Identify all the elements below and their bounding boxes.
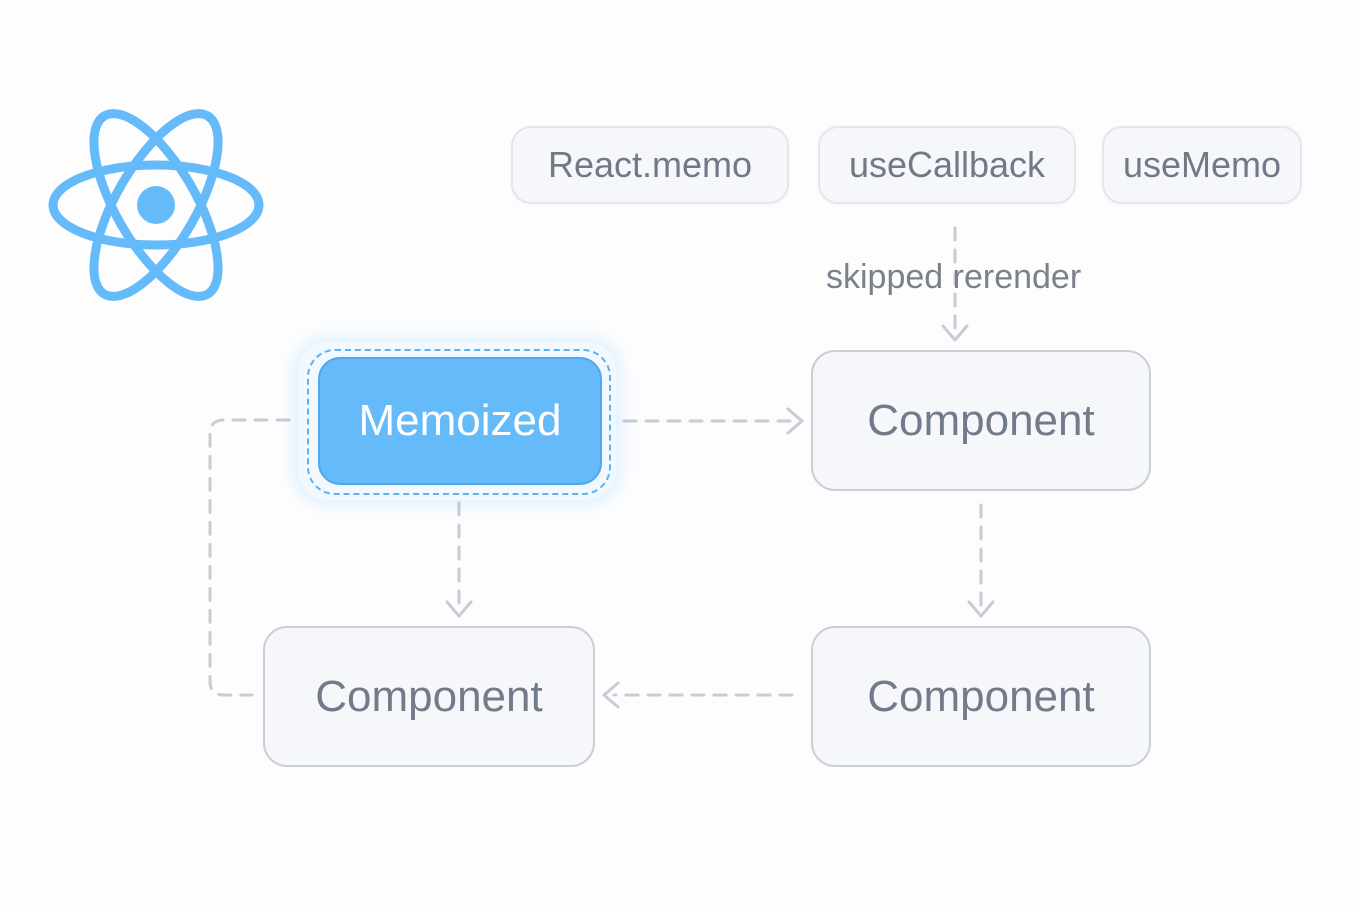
component-node-label: Component: [867, 395, 1095, 445]
use-memo-label: useMemo: [1122, 144, 1282, 185]
component-node-label: Component: [315, 671, 543, 721]
component-node-label: Component: [867, 671, 1095, 721]
arrowhead-down: [967, 600, 995, 618]
use-callback-label: useCallback: [848, 144, 1046, 185]
memoized-node: Memoized: [318, 357, 602, 485]
react-memo-label: React.memo: [547, 144, 753, 185]
arrowhead-down: [941, 324, 969, 342]
arrowhead-right: [786, 407, 804, 435]
feedback-loop-connector: [208, 418, 291, 697]
skipped-rerender-label: skipped rerender: [826, 258, 1082, 296]
react-memo-chip: React.memo: [511, 126, 789, 204]
component-node-bottom-left: Component: [263, 626, 595, 767]
memoized-node-label: Memoized: [358, 396, 562, 445]
use-memo-chip: useMemo: [1102, 126, 1302, 204]
use-callback-chip: useCallback: [818, 126, 1076, 204]
arrowhead-left: [602, 681, 620, 709]
react-atom-icon: [48, 109, 264, 301]
memoized-dashed-outline: [307, 349, 611, 495]
arrowhead-down: [445, 600, 473, 618]
component-node-bottom-right: Component: [811, 626, 1151, 767]
component-node-top-right: Component: [811, 350, 1151, 491]
